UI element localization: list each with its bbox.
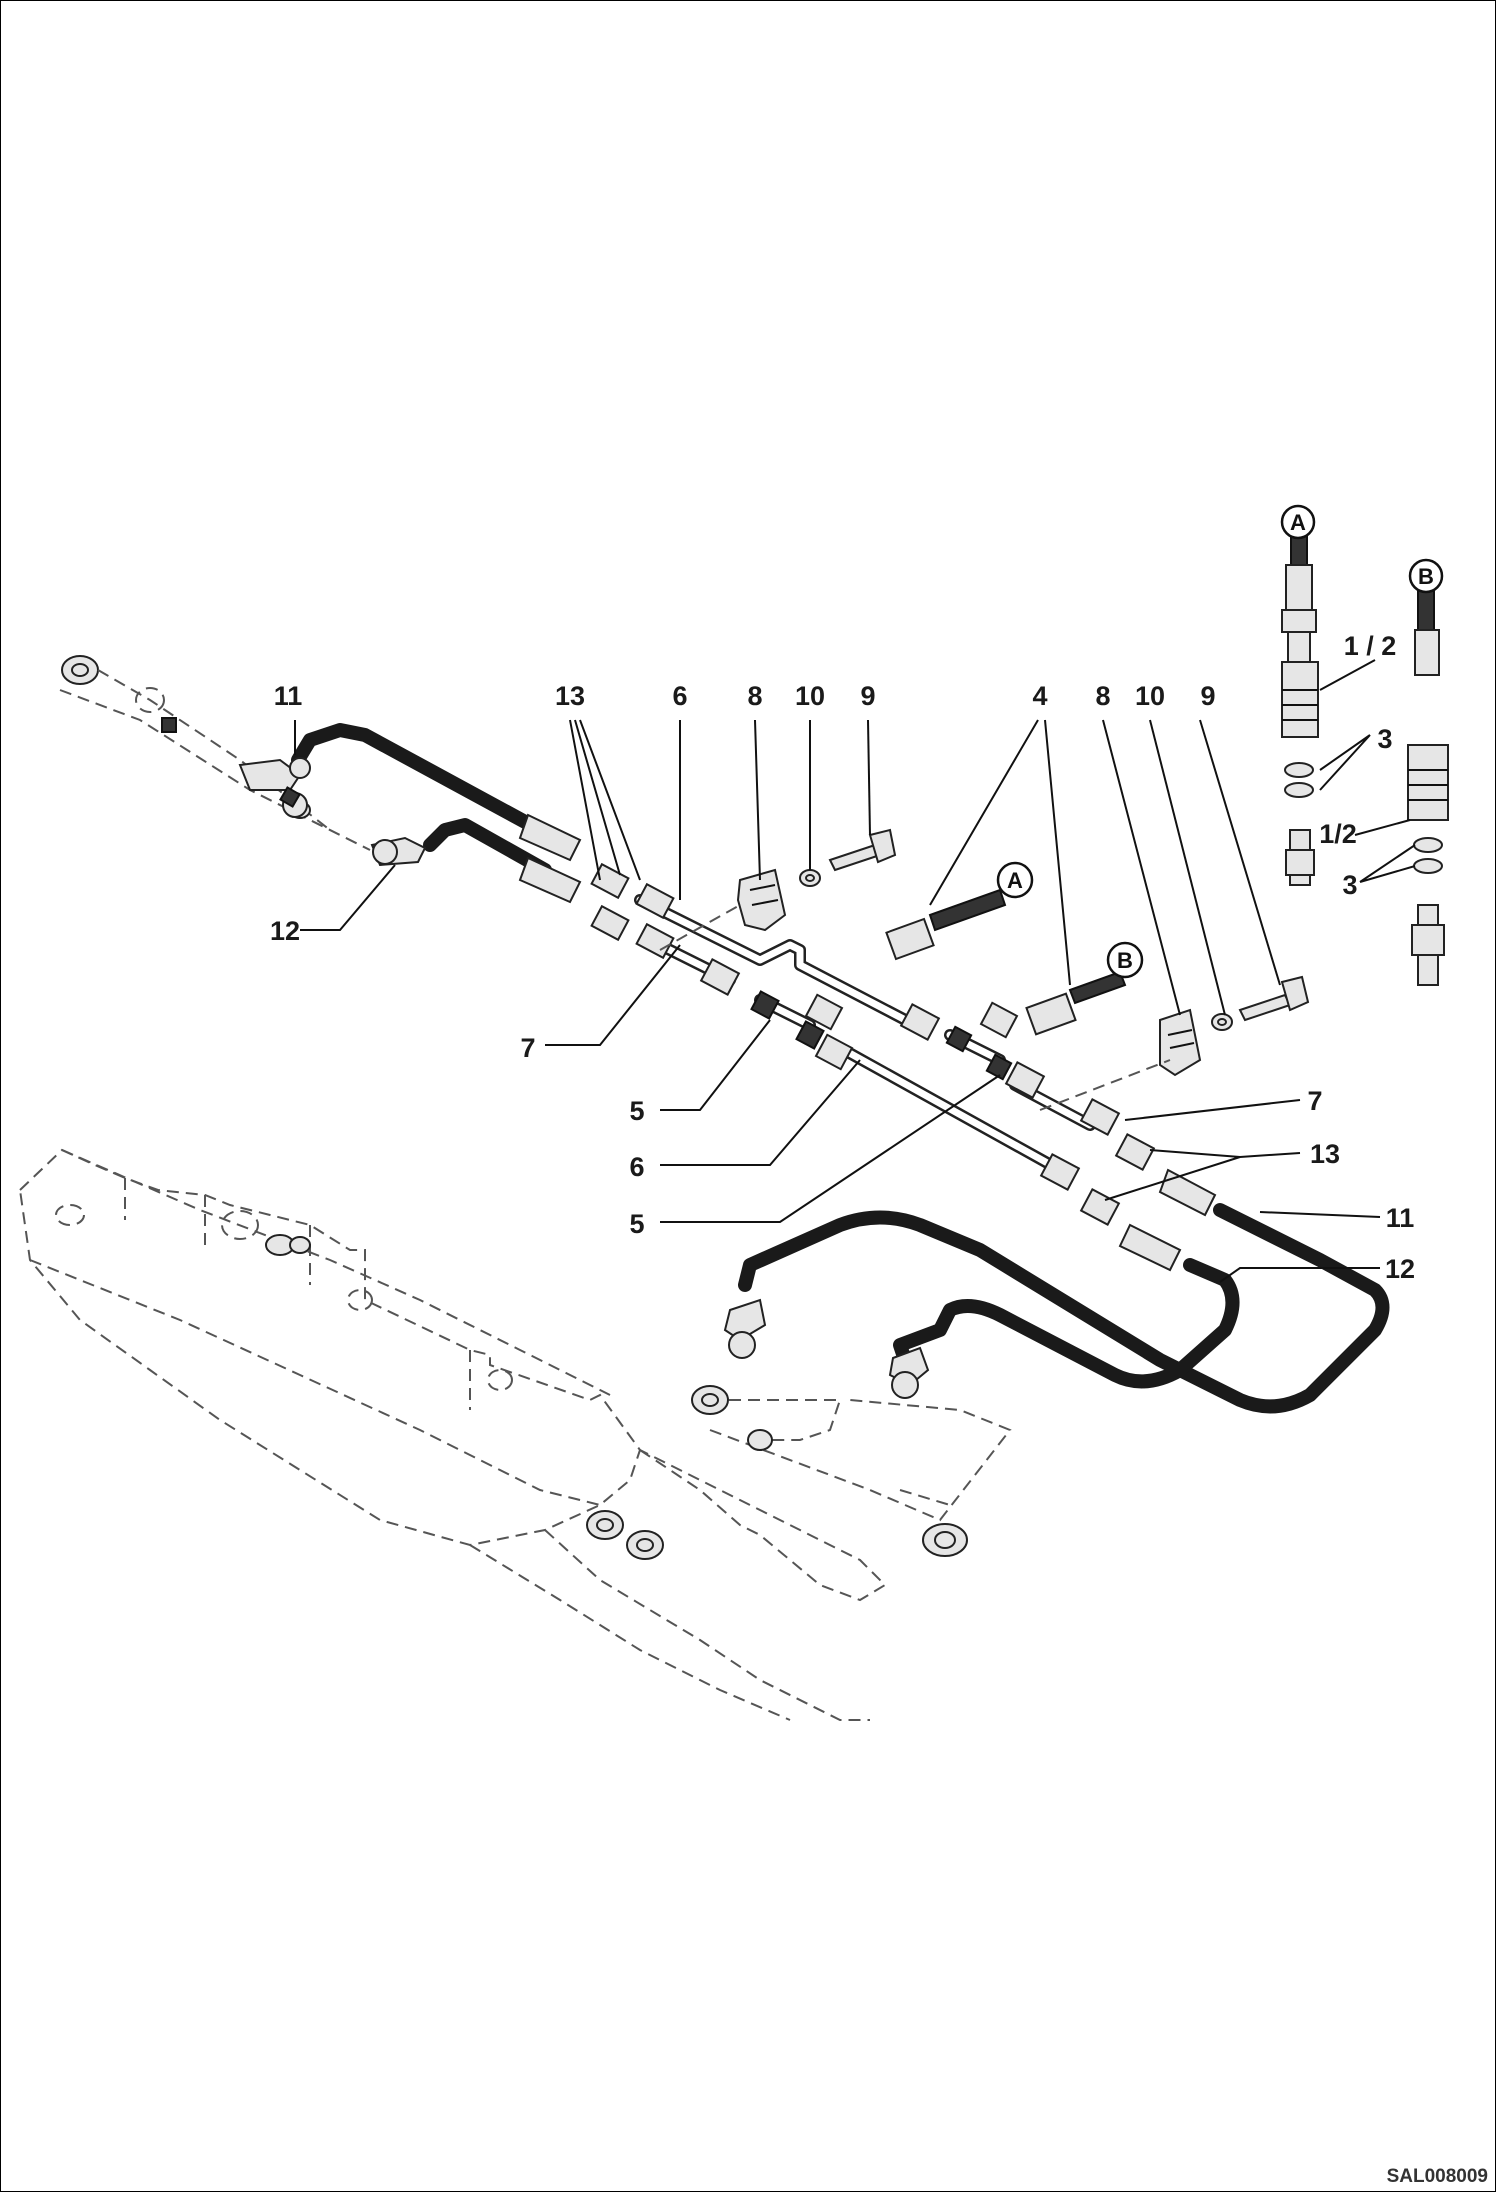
label-8-top-a: 8 — [747, 681, 762, 711]
label-8-top-b: 8 — [1095, 681, 1110, 711]
phantom-boom — [18, 1148, 887, 1721]
label-3-a: 3 — [1377, 724, 1392, 754]
label-1-2-a: 1 / 2 — [1344, 631, 1397, 661]
label-11-right: 11 — [1386, 1203, 1415, 1233]
label-7-right: 7 — [1307, 1086, 1322, 1116]
label-12-left: 12 — [270, 916, 300, 946]
quick-coupler-b — [1407, 589, 1449, 986]
label-5-left-b: 5 — [629, 1209, 644, 1239]
hose-11 — [291, 723, 1390, 1414]
label-6-left: 6 — [629, 1152, 644, 1182]
drawing-code: SAL008009 — [1387, 2166, 1488, 2187]
circle-ref-b-mid: B — [1106, 941, 1144, 979]
pipe-fittings — [590, 862, 1156, 1226]
leader-lines — [294, 659, 1416, 1283]
label-6-top: 6 — [672, 681, 687, 711]
washer-10 — [799, 869, 1233, 1031]
rigid-pipe-6-lower — [829, 1039, 1066, 1176]
label-11-top: 11 — [274, 681, 303, 711]
hose-end-fittings — [238, 757, 1217, 1399]
phantom-upper-connections — [59, 655, 371, 851]
svg-text:B: B — [1117, 948, 1133, 973]
label-9-top-a: 9 — [860, 681, 875, 711]
circle-ref-b-top: B — [1408, 558, 1444, 594]
clamp-8-b — [1159, 1008, 1202, 1077]
hose-12 — [423, 818, 1240, 1389]
label-9-top-b: 9 — [1200, 681, 1215, 711]
phantom-lower-connections — [691, 1385, 1012, 1557]
label-10-top-a: 10 — [795, 681, 825, 711]
quick-coupler-a — [1281, 534, 1319, 886]
label-7-left: 7 — [520, 1033, 535, 1063]
clamp-guides — [659, 904, 1171, 1111]
label-13-top: 13 — [555, 681, 585, 711]
label-4-top: 4 — [1032, 681, 1047, 711]
svg-text:A: A — [1007, 868, 1023, 893]
svg-text:A: A — [1290, 510, 1306, 535]
circle-ref-a-mid: A — [996, 861, 1034, 899]
svg-text:B: B — [1418, 564, 1434, 589]
label-1-2-b: 1/2 — [1319, 819, 1357, 849]
rigid-pipe-6-upper — [634, 894, 921, 1031]
label-12-right: 12 — [1385, 1254, 1415, 1284]
circle-ref-a-top: A — [1280, 504, 1316, 540]
bolt-9-b — [1238, 975, 1310, 1022]
label-5-left-a: 5 — [629, 1096, 644, 1126]
label-13-right: 13 — [1310, 1139, 1340, 1169]
bolt-9-a — [828, 828, 897, 872]
adapter-4-a — [885, 888, 1007, 961]
label-3-b: 3 — [1342, 870, 1357, 900]
adapter-4-b — [1025, 970, 1127, 1036]
label-10-top-b: 10 — [1135, 681, 1165, 711]
clamp-8-a — [736, 868, 787, 932]
part-labels: 11 12 13 6 8 10 9 4 8 10 9 1 / 2 3 1/2 3… — [270, 631, 1415, 1284]
